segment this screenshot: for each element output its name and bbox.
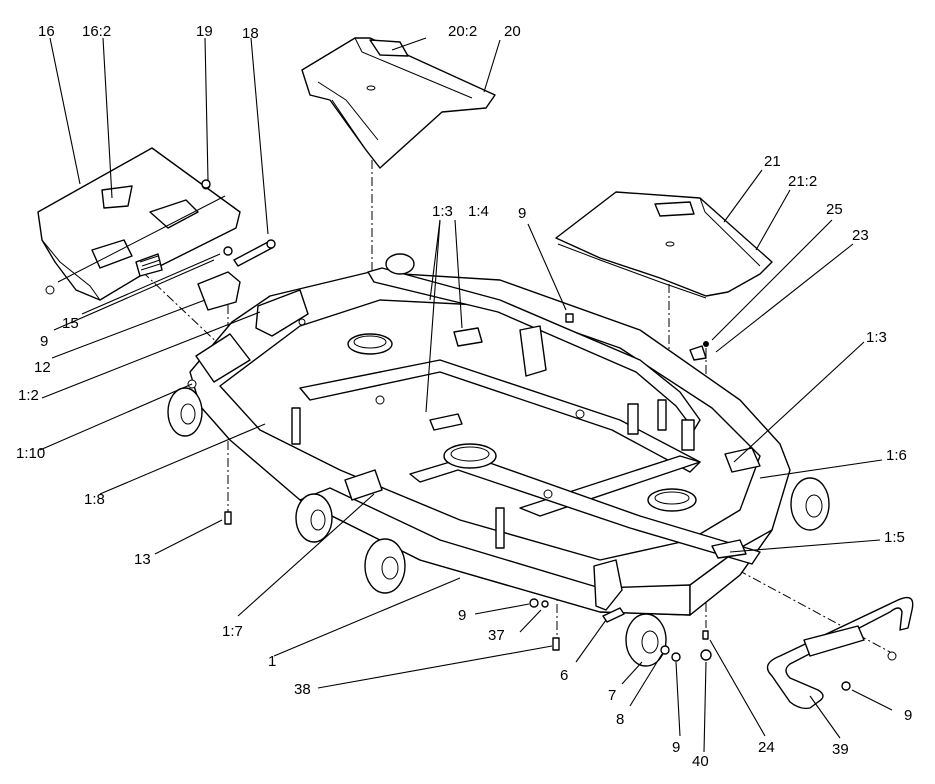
callout-8: 8 xyxy=(616,711,624,728)
anti-scalp-bumper-39 xyxy=(766,596,914,710)
callout-9-bottom: 9 xyxy=(672,739,680,756)
deflector-shield-21 xyxy=(555,191,773,299)
callout-19: 19 xyxy=(196,23,213,40)
callout-9-front: 9 xyxy=(458,607,466,624)
mower-deck-housing xyxy=(187,267,791,616)
loose-hardware xyxy=(197,179,851,691)
callout-38: 38 xyxy=(294,681,311,698)
callout-40: 40 xyxy=(692,753,709,770)
callout-37: 37 xyxy=(488,627,505,644)
caster-wheels xyxy=(167,253,830,667)
callout-1-10: 1:10 xyxy=(16,445,45,462)
callout-25: 25 xyxy=(826,201,843,218)
callout-1-8: 1:8 xyxy=(84,491,105,508)
callout-24: 24 xyxy=(758,739,775,756)
callout-1-5: 1:5 xyxy=(884,529,905,546)
callout-39: 39 xyxy=(832,741,849,758)
callout-7: 7 xyxy=(608,687,616,704)
callout-13: 13 xyxy=(134,551,151,568)
callout-9-upper: 9 xyxy=(518,205,526,222)
callout-1: 1 xyxy=(268,653,276,670)
deflector-shield-20 xyxy=(301,37,496,169)
callout-1-2: 1:2 xyxy=(18,387,39,404)
callout-21-2: 21:2 xyxy=(788,173,817,190)
callout-16-2: 16:2 xyxy=(82,23,111,40)
callout-1-3-top: 1:3 xyxy=(432,203,453,220)
callout-18: 18 xyxy=(242,25,259,42)
callout-12: 12 xyxy=(34,359,51,376)
callout-23: 23 xyxy=(852,227,869,244)
callout-1-4: 1:4 xyxy=(468,203,489,220)
callout-20-2: 20:2 xyxy=(448,23,477,40)
callout-1-6: 1:6 xyxy=(886,447,907,464)
callout-6: 6 xyxy=(560,667,568,684)
callout-15: 15 xyxy=(62,315,79,332)
callout-9-right: 9 xyxy=(904,707,912,724)
leader-lines xyxy=(39,37,893,753)
callout-21: 21 xyxy=(764,153,781,170)
callout-1-7: 1:7 xyxy=(222,623,243,640)
belt-cover-16 xyxy=(37,147,241,301)
callout-labels: 16 16:2 19 18 20:2 20 1:3 1:4 9 21 21:2 … xyxy=(16,23,912,770)
callout-20: 20 xyxy=(504,23,521,40)
callout-9-left: 9 xyxy=(40,333,48,350)
callout-1-3-right: 1:3 xyxy=(866,329,887,346)
callout-16: 16 xyxy=(38,23,55,40)
